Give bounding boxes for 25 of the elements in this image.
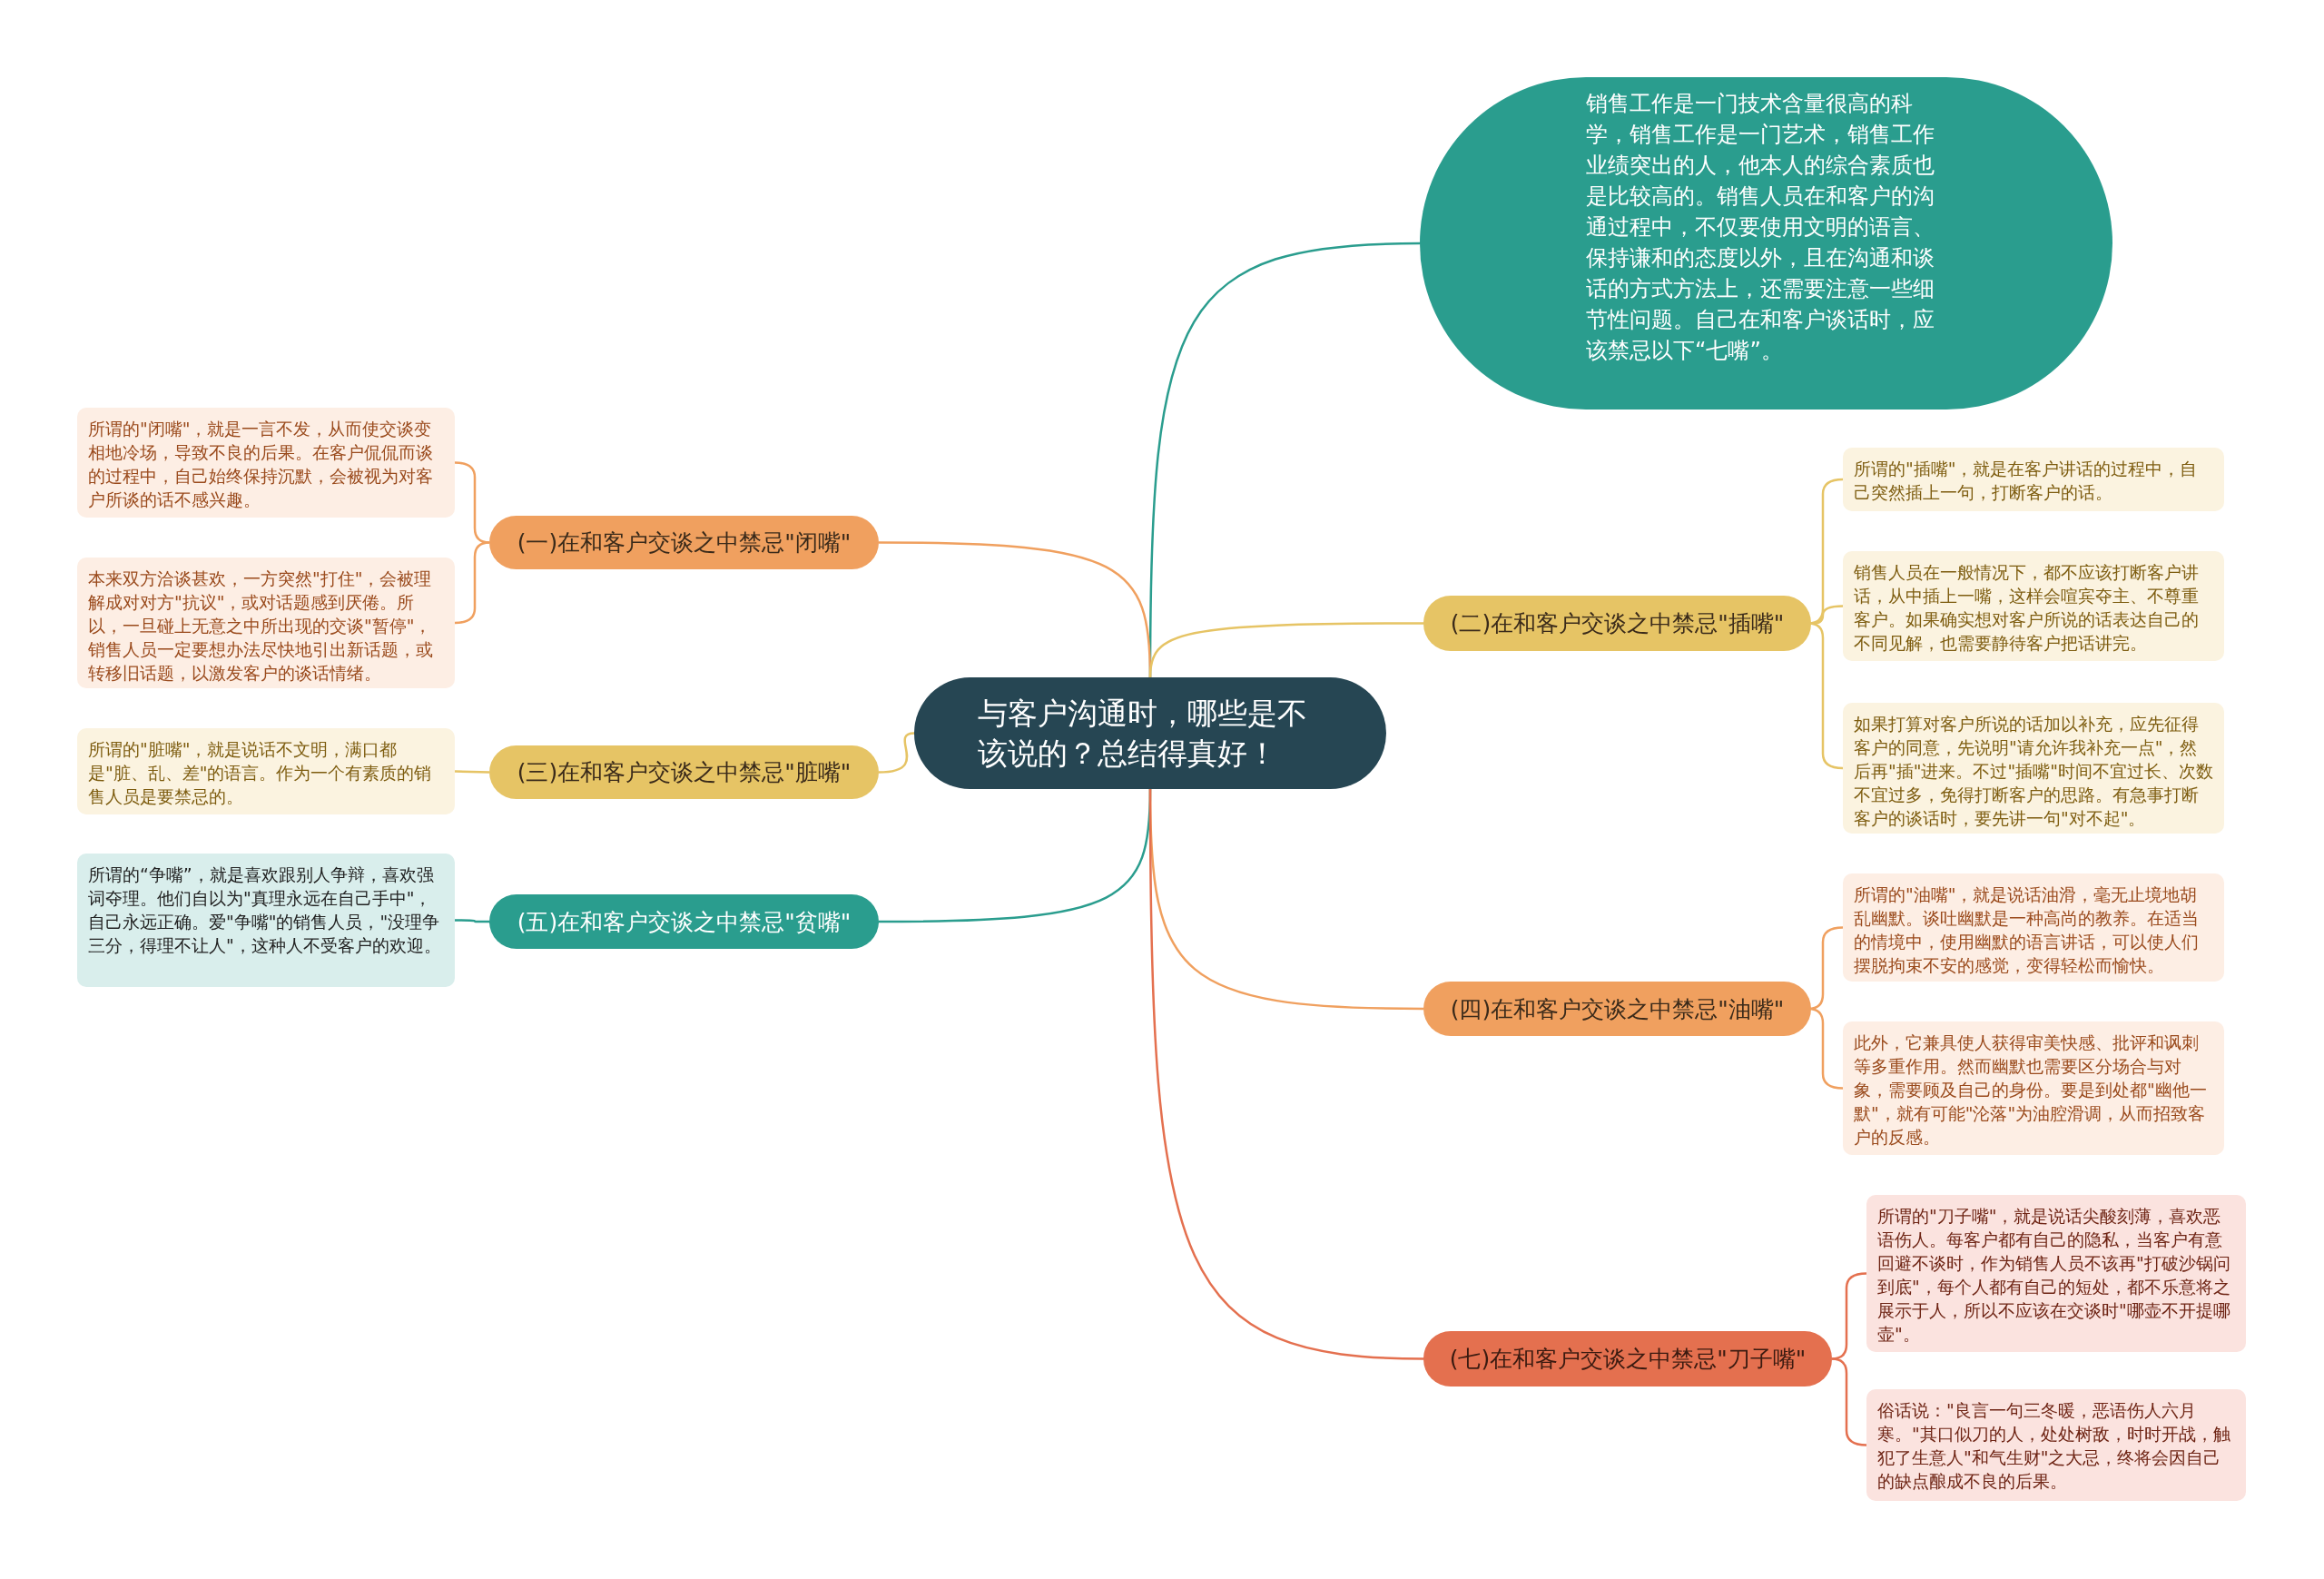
connector-line — [455, 919, 489, 923]
note-card: 所谓的"刀子嘴"，就是说话尖酸刻薄，喜欢恶语伤人。每客户都有自己的隐私，当客户有意回避不谈时，作为销售人员不该再"打破沙锅问到底"，每个人都有自己的短处，都不乐意将之展示于人，所以不应该在交谈时"哪壶不开提哪壶"。 — [1866, 1195, 2246, 1352]
branch-pill: (四)在和客户交谈之中禁忌"油嘴" — [1423, 982, 1811, 1036]
branch-pill: (一)在和客户交谈之中禁忌"闭嘴" — [489, 516, 879, 569]
connector-line — [454, 541, 491, 625]
note-card: 此外，它兼具使人获得审美快感、批评和讽刺等多重作用。然而幽默也需要区分场合与对象，需要顾及自己的身份。要是到处都"幽他一默"，就有可能"沦落"为油腔滑调，从而招致客户的反感。 — [1843, 1021, 2224, 1155]
branch-pill: (二)在和客户交谈之中禁忌"插嘴" — [1423, 596, 1811, 651]
branch-pill: (五)在和客户交谈之中禁忌"贫嘴" — [489, 894, 879, 949]
connector-line — [454, 770, 490, 774]
branch-pill: (七)在和客户交谈之中禁忌"刀子嘴" — [1423, 1331, 1832, 1387]
connector-line — [1148, 622, 1423, 678]
branch-pill: (三)在和客户交谈之中禁忌"脏嘴" — [489, 745, 879, 799]
note-card: 销售人员在一般情况下，都不应该打断客户讲话，从中插上一嘴，这样会喧宾夺主、不尊重客户。如果确实想对客户所说的话表达自己的不同见解，也需要静待客户把话讲完。 — [1843, 551, 2224, 661]
intro-bubble: 销售工作是一门技术含量很高的科学，销售工作是一门艺术，销售工作业绩突出的人，他本人的综合素质也是比较高的。销售人员在和客户的沟通过程中，不仅要使用文明的语言、保持谦和的态度以外，且在沟通和谈话的方式方法上，还需要注意一些细节性问题。自己在和客户谈话时，应该禁忌以下“七嘴”。 — [1420, 77, 2112, 410]
note-card: 所谓的"脏嘴"，就是说话不文明，满口都是"脏、乱、差"的语言。作为一个有素质的销售人员是要禁忌的。 — [77, 728, 455, 814]
note-card: 本来双方洽谈甚欢，一方突然"打住"，会被理解成对对方"抗议"，或对话题感到厌倦。所以，一旦碰上无意之中所出现的交谈"暂停"，销售人员一定要想办法尽快地引出新话题，或转移旧话题，以激发客户的谈话情绪。 — [77, 558, 455, 688]
note-card: 所谓的"闭嘴"，就是一言不发，从而使交谈变相地冷场，导致不良的后果。在客户侃侃而谈的过程中，自己始终保持沉默，会被视为对客户所谈的话不感兴趣。 — [77, 408, 455, 518]
connector-line — [1830, 1357, 1867, 1446]
note-card: 所谓的“争嘴”，就是喜欢跟别人争辩，喜欢强词夺理。他们自以为"真理永远在自己手中"，自己永远正确。爱"争嘴"的销售人员，"没理争三分，得理不让人"，这种人不受客户的欢迎。 — [77, 854, 455, 987]
topic-pill: 与客户沟通时，哪些是不该说的？总结得真好！ — [914, 677, 1386, 789]
connector-line — [1148, 789, 1424, 1360]
note-card: 所谓的"插嘴"，就是在客户讲话的过程中，自己突然插上一句，打断客户的话。 — [1843, 448, 2224, 511]
note-card: 如果打算对客户所说的话加以补充，应先征得客户的同意，先说明"请允许我补充一点"，然后再"插"进来。不过"插嘴"时间不宜过长、次数不宜过多，免得打断客户的思路。有急事打断客户的谈话时，要先讲一句"对不起"。 — [1843, 703, 2224, 834]
note-card: 俗话说："良言一句三冬暖，恶语伤人六月寒。"其口似刀的人，处处树敌，时时开战，触犯了生意人"和气生财"之大忌，终将会因自己的缺点酿成不良的后果。 — [1866, 1389, 2246, 1501]
note-card: 所谓的"油嘴"，就是说话油滑，毫无止境地胡乱幽默。谈吐幽默是一种高尚的教养。在适当的情境中，使用幽默的语言讲话，可以使人们摆脱拘束不安的感觉，变得轻松而愉快。 — [1843, 873, 2224, 982]
